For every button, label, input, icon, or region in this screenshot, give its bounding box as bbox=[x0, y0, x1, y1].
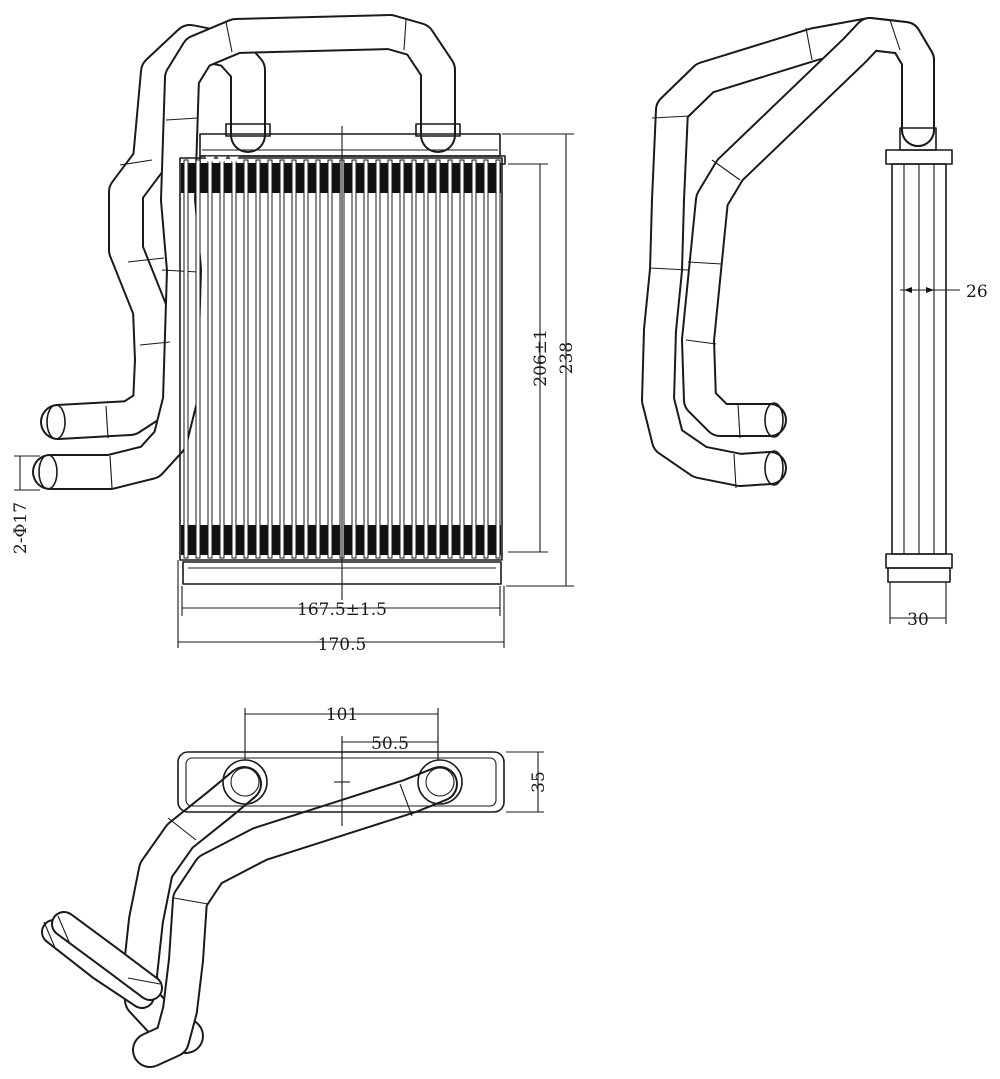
core-frame bbox=[179, 157, 503, 561]
core-tube bbox=[327, 159, 333, 559]
core-tube bbox=[483, 159, 489, 559]
top-pipe-right bbox=[132, 766, 458, 1068]
dim-depth-tank: 30 bbox=[889, 582, 947, 630]
top-pipe-joints bbox=[43, 783, 413, 985]
core-tube bbox=[447, 159, 453, 559]
side-tank bbox=[885, 127, 953, 583]
core-tube bbox=[495, 159, 501, 559]
core-tube bbox=[363, 159, 369, 559]
core-tube bbox=[471, 159, 477, 559]
core-tube bbox=[303, 159, 309, 559]
front-view: 206±1 238 167.5±1.5 170.5 2-Φ17 bbox=[11, 14, 577, 655]
dim-pipe-offset-label: 50.5 bbox=[371, 734, 409, 754]
side-pipe-ends bbox=[764, 402, 784, 486]
dim-height-total-label: 238 bbox=[557, 342, 577, 374]
core-tube bbox=[423, 159, 429, 559]
dim-pipe-offset: 50.5 bbox=[341, 734, 439, 760]
side-view: 26 30 bbox=[641, 17, 988, 630]
core-tube bbox=[459, 159, 465, 559]
dim-pipe-diameter-label: 2-Φ17 bbox=[11, 502, 31, 554]
dim-height-core-label: 206±1 bbox=[531, 329, 551, 387]
dim-pipe-diameter: 2-Φ17 bbox=[11, 455, 40, 554]
dim-height-core: 206±1 bbox=[508, 163, 551, 553]
dim-height-total: 238 bbox=[502, 133, 577, 587]
dim-width-total: 170.5 bbox=[177, 560, 505, 655]
front-pipe-inner bbox=[32, 14, 456, 490]
top-pipe-stub bbox=[41, 911, 163, 1009]
core-tube bbox=[315, 159, 321, 559]
core-tubes bbox=[183, 159, 501, 559]
dim-width-total-label: 170.5 bbox=[318, 635, 367, 655]
core-tube bbox=[375, 159, 381, 559]
core-tube bbox=[243, 159, 249, 559]
top-view: 101 50.5 35 bbox=[41, 705, 549, 1068]
dim-depth-side: 26 bbox=[900, 282, 988, 302]
dim-depth-tank-label: 30 bbox=[907, 610, 929, 630]
core-tube bbox=[411, 159, 417, 559]
flow-marks bbox=[205, 156, 239, 166]
front-fittings bbox=[225, 123, 461, 137]
core-tube bbox=[231, 159, 237, 559]
core-tube bbox=[399, 159, 405, 559]
core-tube bbox=[387, 159, 393, 559]
core-tube bbox=[291, 159, 297, 559]
dim-width-core: 167.5±1.5 bbox=[181, 586, 501, 620]
core-tube bbox=[195, 159, 201, 559]
dim-width-core-label: 167.5±1.5 bbox=[297, 600, 387, 620]
front-pipe-ends bbox=[38, 404, 66, 490]
front-pipe-joints bbox=[105, 19, 407, 489]
core-tube bbox=[183, 159, 189, 559]
core-tube bbox=[255, 159, 261, 559]
dim-pipe-spacing-label: 101 bbox=[326, 705, 358, 725]
core-tube bbox=[351, 159, 357, 559]
core-tube bbox=[435, 159, 441, 559]
core-tube bbox=[267, 159, 273, 559]
dim-depth-top-label: 35 bbox=[529, 771, 549, 793]
side-pipe-joints bbox=[649, 19, 901, 489]
side-pipe-inner bbox=[681, 17, 935, 437]
dim-pipe-spacing: 101 bbox=[244, 705, 439, 760]
core-tube bbox=[279, 159, 285, 559]
dim-depth-top: 35 bbox=[506, 751, 549, 813]
core-tube bbox=[219, 159, 225, 559]
core-tube bbox=[207, 159, 213, 559]
dim-depth-side-label: 26 bbox=[966, 282, 988, 302]
top-tank-outline bbox=[177, 751, 505, 813]
